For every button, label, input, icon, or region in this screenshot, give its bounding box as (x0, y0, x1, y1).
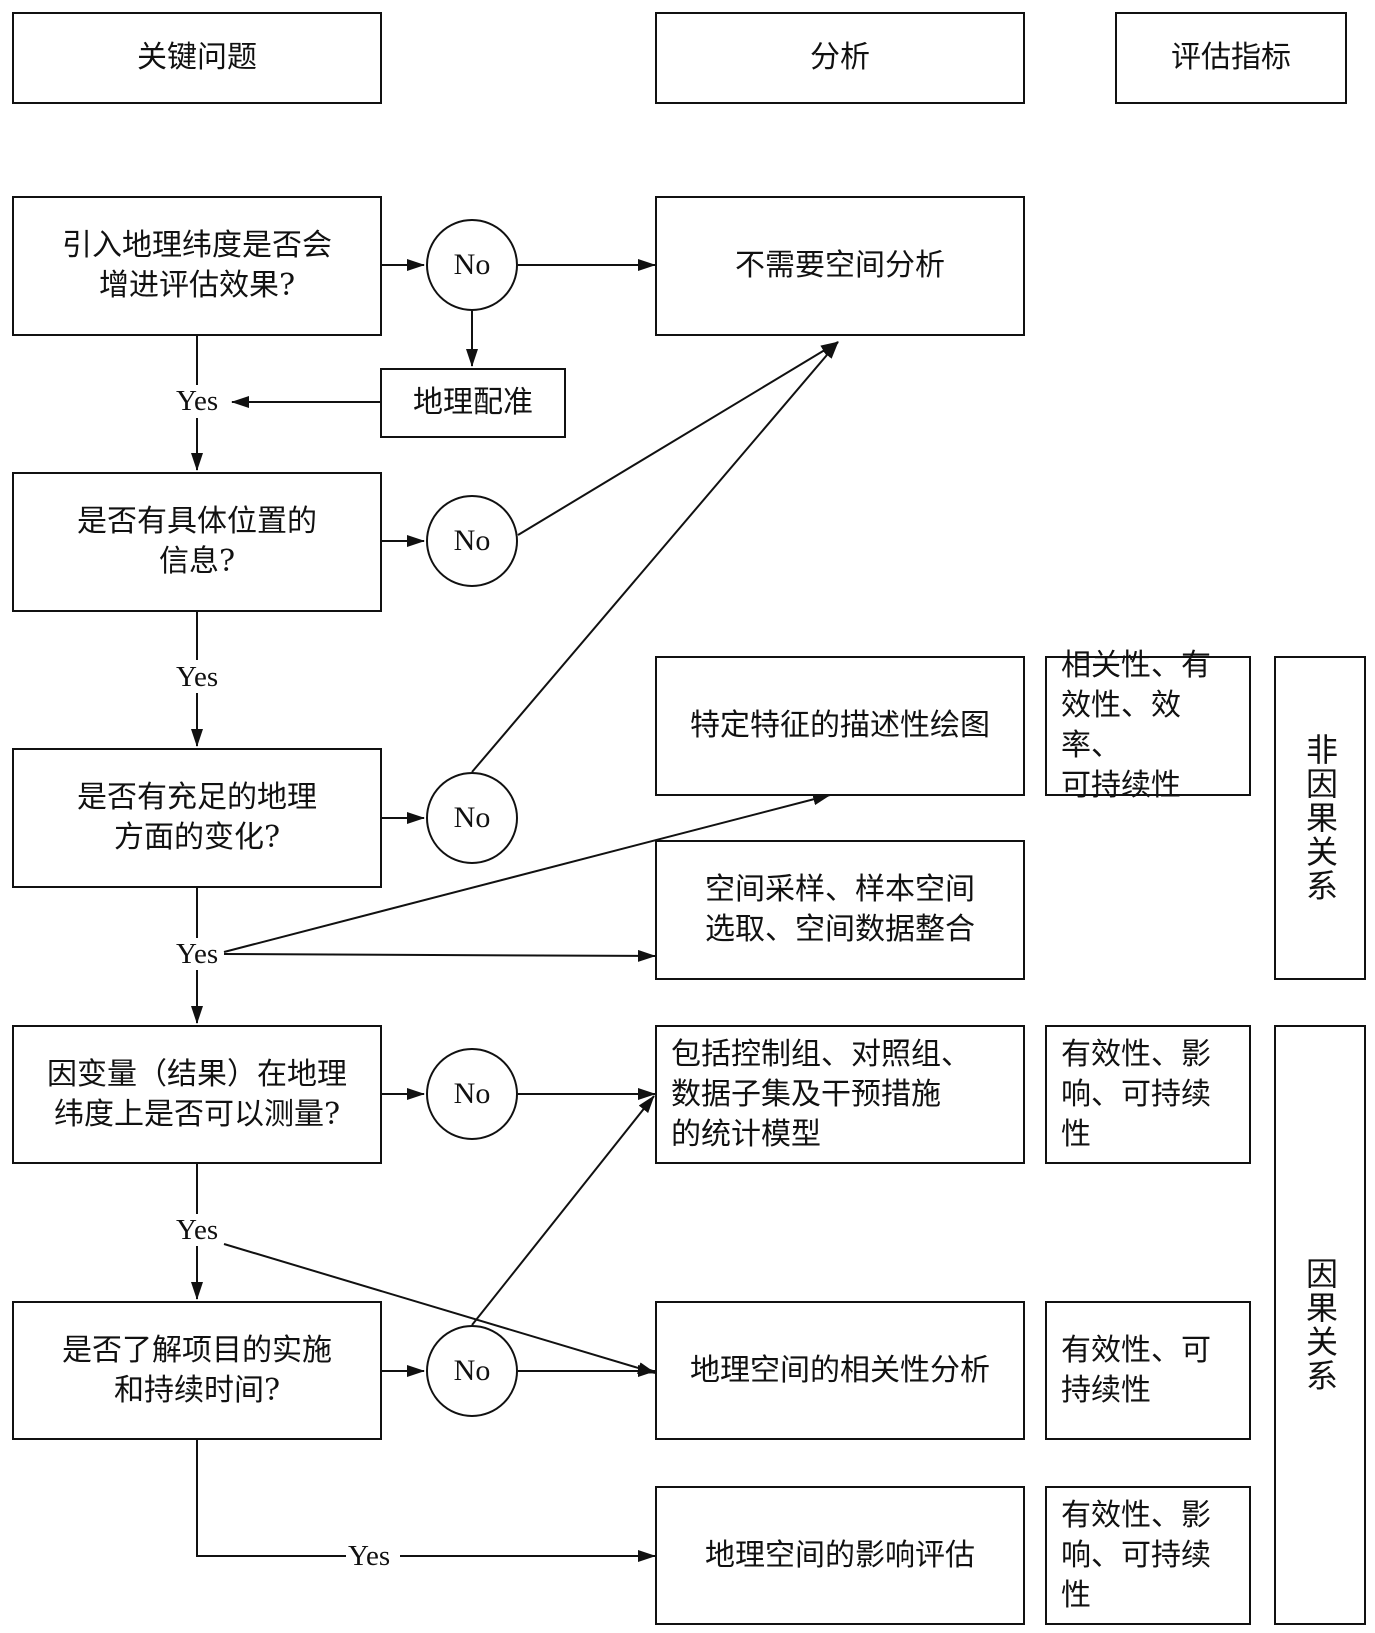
header-metrics-text: 评估指标 (1171, 40, 1291, 75)
question-box-1: 引入地理纬度是否会 增进评估效果? (12, 196, 382, 336)
analysis-impact: 地理空间的影响评估 (655, 1486, 1025, 1625)
question-text-2: 是否有具体位置的 信息? (77, 504, 317, 579)
analysis-correlation: 地理空间的相关性分析 (655, 1301, 1025, 1440)
arrow-no2-nospatial (517, 341, 839, 536)
analysis-impact-text: 地理空间的影响评估 (705, 1537, 975, 1573)
georef-text: 地理配准 (413, 385, 533, 420)
analysis-descriptive-mapping-text: 特定特征的描述性绘图 (690, 708, 990, 743)
analysis-statistical-model-text: 包括控制组、对照组、 数据子集及干预措施 的统计模型 (671, 1036, 971, 1152)
yes-label-4: Yes (174, 1214, 221, 1246)
analysis-sampling: 空间采样、样本空间 选取、空间数据整合 (655, 840, 1025, 980)
question-box-2: 是否有具体位置的 信息? (12, 472, 382, 612)
question-text-4: 因变量（结果）在地理 纬度上是否可以测量? (47, 1056, 347, 1132)
georef-box: 地理配准 (380, 368, 566, 438)
yes-label-2: Yes (174, 661, 221, 693)
group-causal-text: 因果关系 (1301, 1257, 1339, 1393)
no-circle-5: No (426, 1325, 518, 1417)
header-analysis: 分析 (655, 12, 1025, 104)
metrics-correlation-text: 有效性、可 持续性 (1061, 1332, 1211, 1408)
arrow-yes4-correlation (223, 1243, 656, 1374)
question-box-5: 是否了解项目的实施 和持续时间? (12, 1301, 382, 1440)
question-text-5: 是否了解项目的实施 和持续时间? (62, 1332, 332, 1408)
arrow-no5-statistical (471, 1095, 655, 1326)
analysis-no-spatial-text: 不需要空间分析 (735, 248, 945, 283)
header-analysis-text: 分析 (810, 40, 870, 75)
metrics-impact: 有效性、影 响、可持续 性 (1045, 1486, 1251, 1625)
arrow-yes3-descriptive (223, 793, 831, 953)
no-label-3: No (453, 801, 491, 834)
analysis-correlation-text: 地理空间的相关性分析 (690, 1352, 990, 1388)
question-box-3: 是否有充足的地理 方面的变化? (12, 748, 382, 888)
metrics-statistical: 有效性、影 响、可持续 性 (1045, 1025, 1251, 1164)
group-non-causal: 非因果关系 (1274, 656, 1366, 980)
metrics-descriptive: 相关性、有 效性、效率、 可持续性 (1045, 648, 1251, 803)
line-q5-yes5 (196, 1440, 348, 1557)
no-label-1: No (453, 248, 491, 281)
group-causal: 因果关系 (1274, 1025, 1366, 1625)
yes-label-3: Yes (174, 938, 221, 970)
yes-label-1: Yes (174, 385, 221, 417)
no-circle-2: No (426, 495, 518, 587)
no-label-5: No (453, 1354, 491, 1387)
analysis-statistical-model: 包括控制组、对照组、 数据子集及干预措施 的统计模型 (655, 1025, 1025, 1164)
metrics-correlation: 有效性、可 持续性 (1045, 1301, 1251, 1440)
header-key-question: 关键问题 (12, 12, 382, 104)
question-text-3: 是否有充足的地理 方面的变化? (77, 780, 317, 855)
metrics-impact-text: 有效性、影 响、可持续 性 (1061, 1497, 1211, 1613)
analysis-sampling-text: 空间采样、样本空间 选取、空间数据整合 (705, 872, 975, 947)
arrow-yes3-sampling (223, 949, 656, 962)
group-non-causal-text: 非因果关系 (1301, 733, 1339, 903)
no-label-2: No (453, 524, 491, 557)
metrics-descriptive-text: 相关性、有 效性、效率、 可持续性 (1061, 648, 1211, 803)
analysis-no-spatial: 不需要空间分析 (655, 196, 1025, 336)
metrics-statistical-text: 有效性、影 响、可持续 性 (1061, 1036, 1211, 1152)
question-box-4: 因变量（结果）在地理 纬度上是否可以测量? (12, 1025, 382, 1164)
no-circle-1: No (426, 219, 518, 311)
question-text-1: 引入地理纬度是否会 增进评估效果? (62, 228, 332, 303)
yes-label-5: Yes (346, 1540, 393, 1572)
no-label-4: No (453, 1077, 491, 1110)
analysis-descriptive-mapping: 特定特征的描述性绘图 (655, 656, 1025, 796)
header-metrics: 评估指标 (1115, 12, 1347, 104)
header-key-question-text: 关键问题 (137, 40, 257, 75)
no-circle-4: No (426, 1048, 518, 1140)
no-circle-3: No (426, 772, 518, 864)
arrow-no3-nospatial (471, 341, 839, 773)
